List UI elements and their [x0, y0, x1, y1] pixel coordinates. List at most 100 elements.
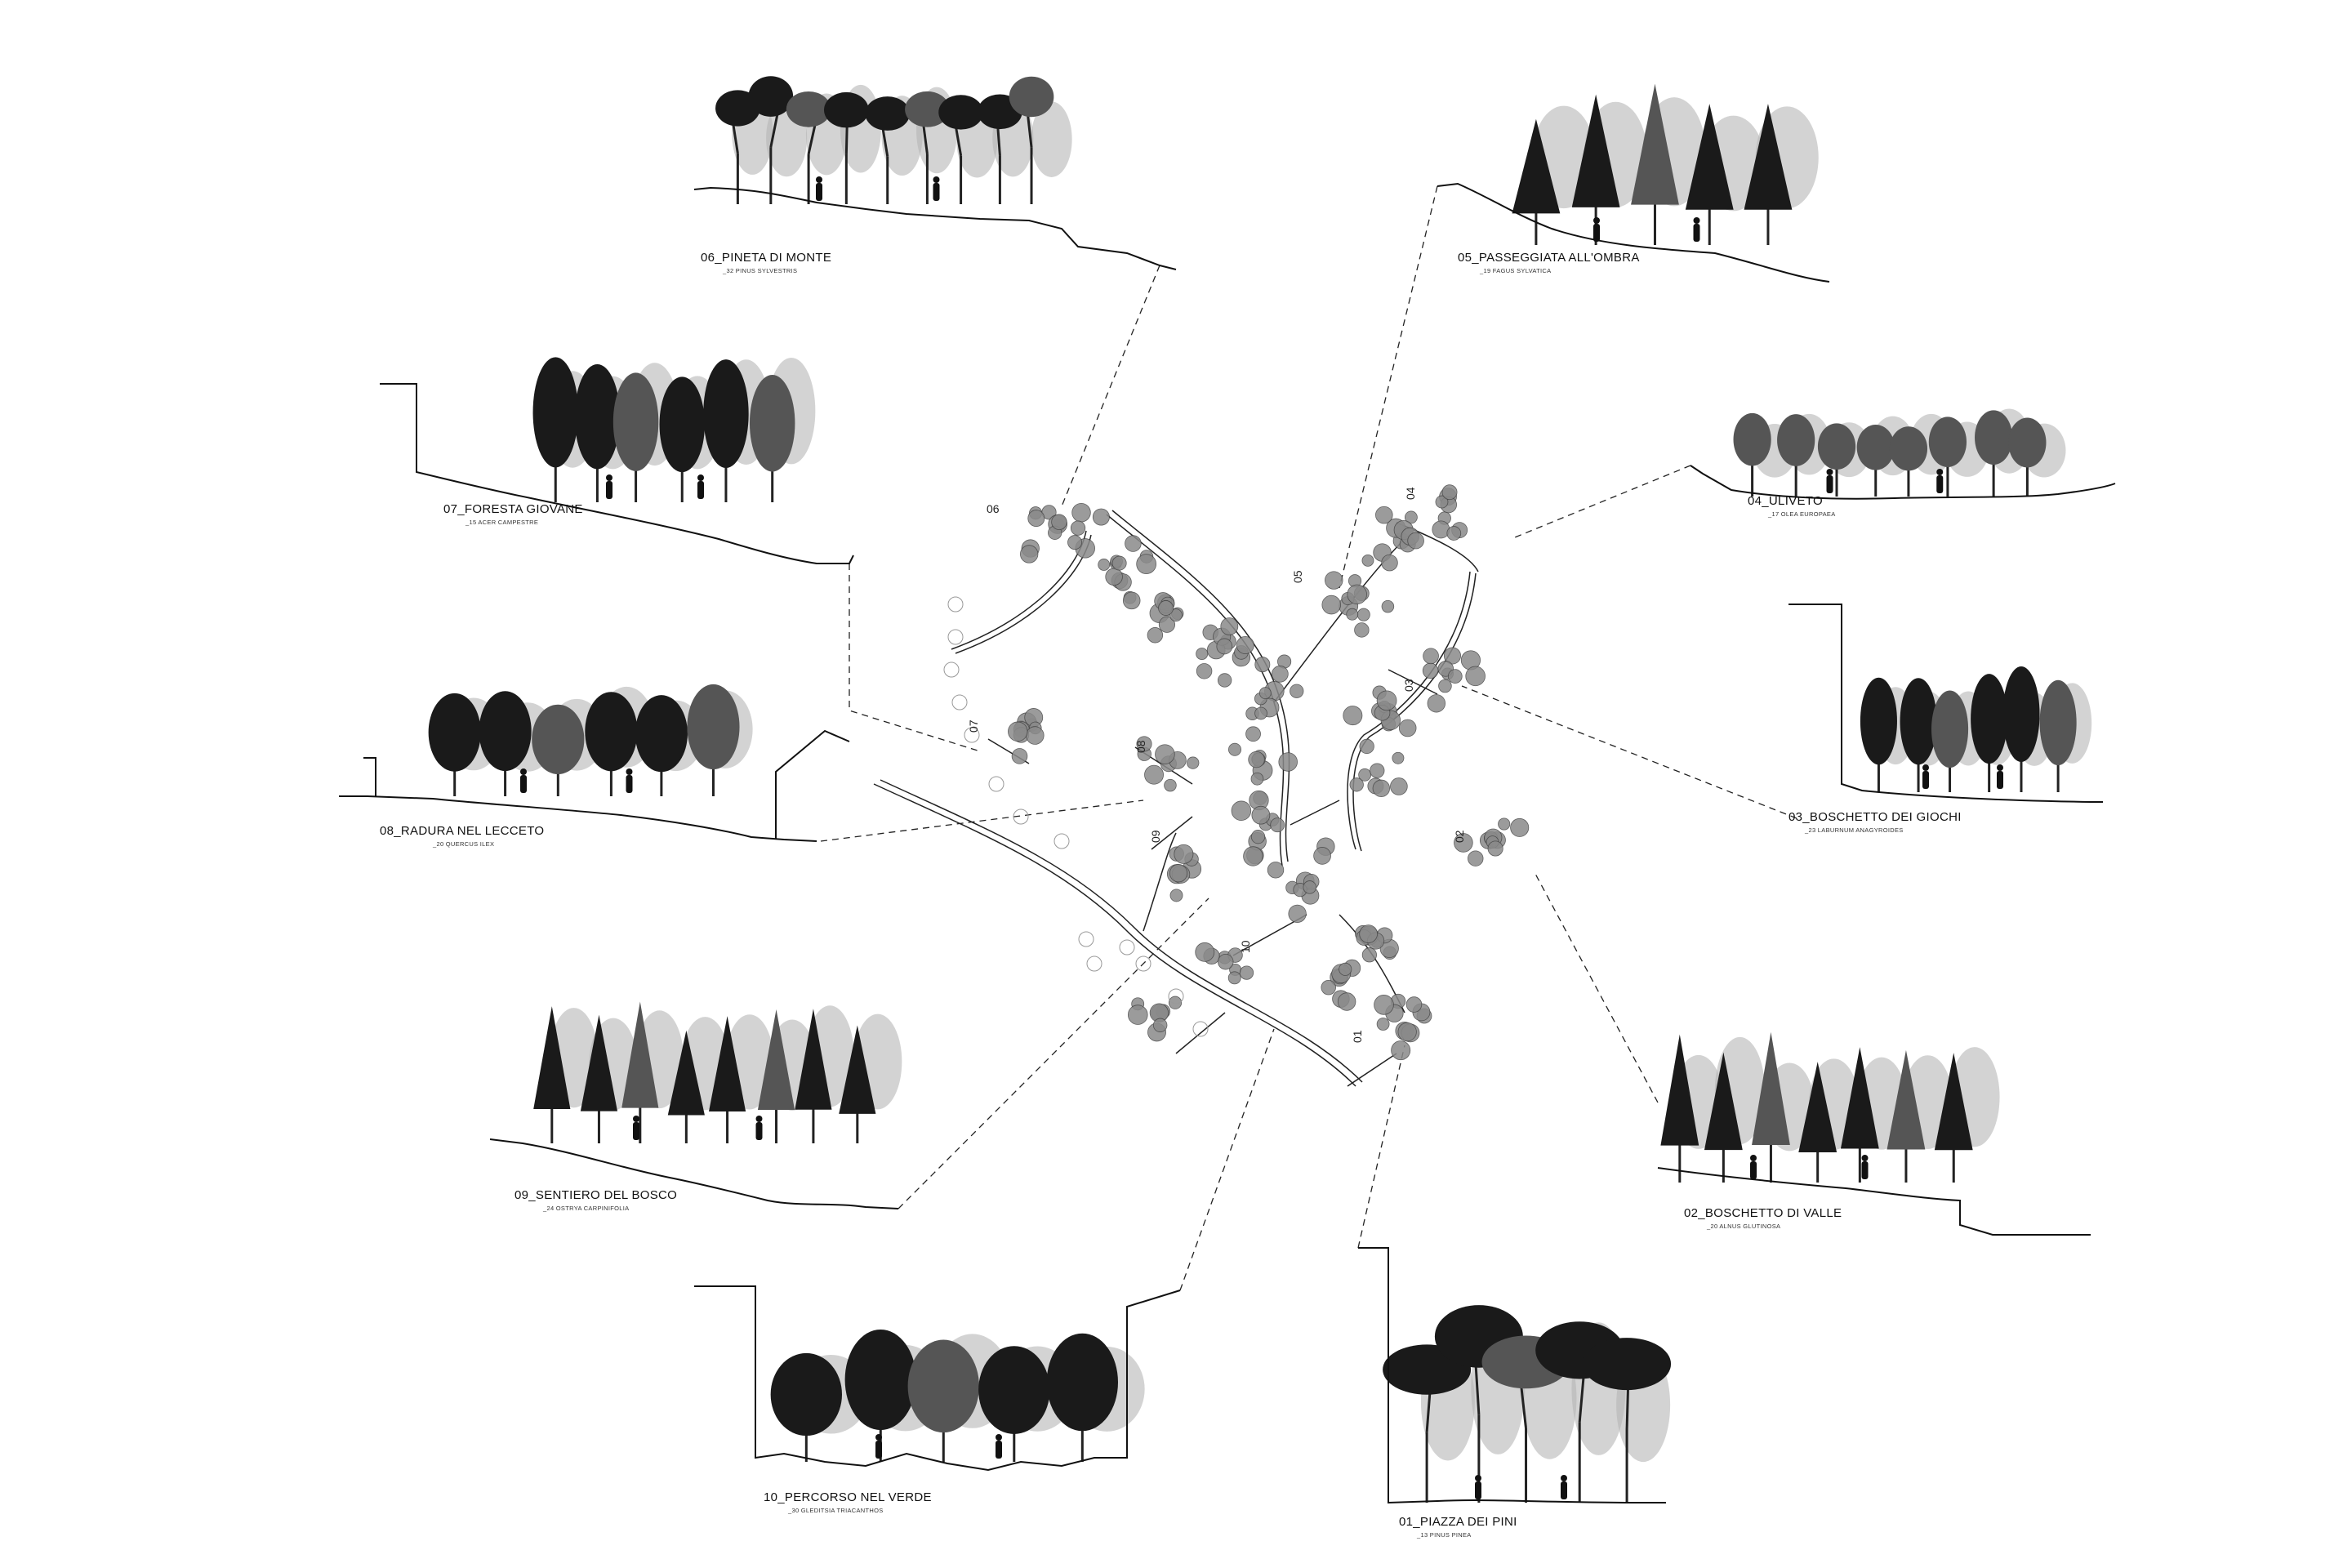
plan-tree-canopy — [1169, 864, 1188, 883]
plan-tree-outline — [988, 776, 1004, 792]
section-08-radura-nel-lecceto: 08_RADURA NEL LECCETO _20 QUERCUS ILEX — [339, 684, 850, 848]
plan-tree-canopy — [1251, 805, 1271, 825]
plan-tree-canopy — [1239, 965, 1254, 980]
plan-tree-canopy — [1375, 506, 1393, 524]
section-09-sentiero-del-bosco: 09_SENTIERO DEL BOSCO _24 OSTRYA CARPINI… — [489, 1001, 902, 1212]
tree-silhouette-icon — [1744, 104, 1793, 245]
plan-tree-canopy — [1218, 953, 1234, 970]
tree-silhouette-icon — [687, 684, 740, 796]
plan-tree-outline — [943, 662, 960, 678]
tree-silhouette-icon — [938, 95, 983, 204]
plan-tree-canopy — [1248, 751, 1265, 768]
person-icon — [520, 768, 527, 793]
plan-tree-outline — [1119, 939, 1135, 956]
plan-tree-canopy — [1370, 763, 1385, 778]
tree-silhouette-icon — [824, 91, 869, 204]
plan-tree-canopy — [1254, 706, 1267, 720]
plan-tree-canopy — [1136, 554, 1157, 575]
plan-tree-canopy — [1321, 979, 1336, 996]
plan-tree-canopy — [1347, 584, 1367, 605]
plan-tree-canopy — [1313, 847, 1331, 865]
plan-tree-canopy — [1158, 600, 1174, 616]
plan-tree-canopy — [1354, 622, 1370, 638]
plan-tree-canopy — [1245, 726, 1261, 742]
tree-silhouette-icon — [1704, 1052, 1743, 1183]
plan-tree-canopy — [1438, 679, 1452, 693]
plan-tree-canopy — [1243, 846, 1263, 866]
person-icon — [816, 176, 822, 201]
plan-tree-outline — [1135, 956, 1152, 972]
tree-silhouette-icon — [2002, 666, 2040, 792]
section-title: 02_BOSCHETTO DI VALLE — [1684, 1206, 1842, 1220]
tree-silhouette-icon — [428, 693, 481, 796]
person-icon — [996, 1434, 1002, 1459]
plan-tree-canopy — [1217, 673, 1232, 688]
tree-silhouette-icon — [1009, 76, 1054, 204]
tree-silhouette-icon — [580, 1014, 618, 1143]
plan-tree-canopy — [1427, 694, 1446, 713]
plan-tag-05: 05 — [1291, 570, 1304, 583]
plan-tree-canopy — [1356, 608, 1370, 621]
plan-tree-canopy — [1250, 830, 1266, 844]
plan-tree-canopy — [1092, 508, 1110, 526]
plan-tree-canopy — [1155, 744, 1175, 764]
section-title: 09_SENTIERO DEL BOSCO — [514, 1188, 677, 1202]
plan-tree-canopy — [1435, 495, 1449, 509]
section-title: 05_PASSEGGIATA ALL'OMBRA — [1458, 251, 1640, 265]
tree-row — [428, 684, 753, 796]
plan-tree-canopy — [1228, 742, 1242, 756]
tree-silhouette-icon — [479, 691, 532, 796]
tree-silhouette-icon — [770, 1352, 842, 1462]
tree-silhouette-icon — [1817, 423, 1856, 497]
plan-tag-01: 01 — [1351, 1030, 1364, 1043]
person-icon — [1750, 1155, 1757, 1179]
plan-tree-canopy — [1196, 663, 1213, 679]
ground-line — [1788, 604, 2103, 803]
tree-silhouette-icon — [757, 1009, 795, 1143]
plan-paths — [873, 510, 1479, 1087]
site-plan: 01 02 03 04 05 06 07 08 09 10 — [873, 484, 1530, 1087]
tree-silhouette-icon — [574, 364, 621, 502]
tree-silhouette-icon — [667, 1030, 705, 1143]
tree-row — [770, 1329, 1145, 1462]
tree-silhouette-icon — [2008, 417, 2047, 497]
plan-tree-canopy — [1152, 1018, 1168, 1033]
tree-silhouette-icon — [659, 376, 705, 502]
tree-silhouette-icon — [1860, 677, 1897, 792]
tree-silhouette-icon — [612, 372, 659, 502]
plan-tree-canopy — [1498, 817, 1511, 831]
plan-tree-canopy — [1381, 554, 1398, 572]
section-species: _32 PINUS SYLVESTRIS — [722, 267, 797, 274]
plan-tree-canopy — [1098, 559, 1111, 571]
tree-silhouette-icon — [1931, 690, 1969, 792]
ground-line — [1437, 182, 1830, 283]
plan-tree-outline — [1192, 1021, 1209, 1037]
plan-tree-canopy — [1398, 719, 1417, 737]
plan-tree-canopy — [1407, 532, 1424, 550]
plan-tree-canopy — [1254, 657, 1271, 673]
tree-row — [532, 357, 816, 502]
ground-line — [1690, 465, 2116, 500]
tree-silhouette-icon — [795, 1009, 832, 1143]
section-04-uliveto: 04_ULIVETO _17 OLEA EUROPAEA — [1690, 408, 2116, 518]
ground-line — [694, 1285, 1181, 1472]
plan-tree-canopy — [1271, 665, 1289, 683]
plan-tree-canopy — [1381, 599, 1395, 613]
plan-tree-canopy — [1270, 817, 1285, 833]
tree-silhouette-icon — [1900, 678, 1937, 792]
section-02-boschetto-di-valle: 02_BOSCHETTO DI VALLE _20 ALNUS GLUTINOS… — [1657, 1031, 2091, 1236]
plan-tag-08: 08 — [1134, 740, 1147, 753]
plan-tree-canopy — [1358, 768, 1372, 782]
plan-tag-06: 06 — [987, 502, 1000, 515]
person-icon — [633, 1116, 639, 1140]
plan-tree-canopy — [1008, 721, 1028, 742]
tree-silhouette-icon — [1798, 1062, 1838, 1183]
plan-tree-canopy — [1405, 510, 1418, 524]
plan-tree-canopy — [1376, 690, 1397, 711]
tree-silhouette-icon — [865, 96, 911, 204]
plan-tree-canopy — [1051, 514, 1067, 530]
plan-tree-canopy — [1216, 638, 1233, 655]
tree-silhouette-icon — [1889, 426, 1928, 497]
plan-tree-canopy — [1510, 817, 1530, 837]
tree-silhouette-icon — [532, 357, 579, 502]
